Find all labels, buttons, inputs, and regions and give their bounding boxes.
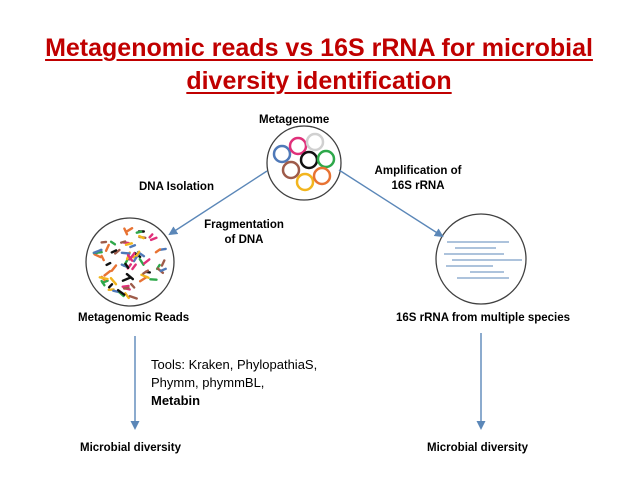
dna-fragment (125, 226, 134, 233)
amplification-line-1: Amplification of (374, 165, 462, 177)
metagenomic-reads-node (85, 217, 175, 307)
fragmentation-line-2: of DNA (224, 234, 264, 246)
dna-fragment (107, 283, 114, 289)
dna-fragment (135, 230, 143, 234)
dna-fragment (124, 262, 130, 269)
dna-fragment (159, 267, 167, 273)
rrna-species-label: 16S rRNA from multiple species (396, 312, 571, 324)
dna-fragment (125, 272, 135, 281)
dna-fragment (121, 276, 132, 282)
dna-fragment (129, 282, 136, 289)
fragmentation-line-1: Fragmentation (204, 219, 284, 231)
microbial-diversity-right: Microbial diversity (427, 442, 528, 454)
dna-fragment (120, 263, 128, 268)
dna-fragment (93, 253, 102, 259)
dna-fragment (100, 279, 106, 287)
amplification-line-2: 16S rRNA (391, 180, 445, 192)
rrna-node (435, 213, 527, 305)
diagram-title: Metagenomic reads vs 16S rRNA for microb… (20, 32, 618, 98)
dna-fragment (160, 259, 166, 267)
metagenome-node (266, 125, 342, 201)
arrow-amplification (338, 169, 444, 238)
genome-ring-gray (305, 132, 325, 152)
dna-fragment (124, 292, 130, 300)
dna-fragment (135, 250, 141, 257)
dna-fragment (142, 269, 150, 275)
dna-fragment (122, 286, 130, 290)
metagenome-label: Metagenome (259, 114, 330, 126)
dna-fragment (103, 270, 112, 277)
genome-ring-yellow (295, 172, 315, 192)
metagenomic-reads-label: Metagenomic Reads (78, 312, 190, 324)
dna-fragment (138, 257, 145, 266)
dna-fragment (116, 289, 126, 296)
title-line-2: diversity identification (186, 67, 452, 95)
dna-fragment (148, 233, 154, 239)
dna-fragment (110, 264, 118, 272)
genome-ring-blue (272, 144, 292, 164)
genome-ring-green (316, 149, 336, 169)
dna-fragment (149, 236, 158, 242)
dna-fragment (105, 261, 112, 267)
dna-fragments (92, 226, 167, 300)
dna-fragment (119, 240, 127, 244)
genome-ring-pink (288, 136, 308, 156)
dna-isolation-label: DNA Isolation (139, 181, 214, 193)
dna-fragment (142, 258, 151, 265)
tools-list: Tools: Kraken, PhylopathiaS, Phymm, phym… (151, 356, 317, 410)
dna-fragment (109, 240, 117, 246)
dna-fragment (92, 248, 103, 255)
tools-line-3: Metabin (151, 393, 201, 408)
dna-fragment (110, 249, 118, 254)
tools-line-2: Phymm, phymmBL, (151, 375, 265, 390)
dna-fragment (129, 243, 137, 249)
dna-fragment (123, 227, 129, 236)
dna-fragment (121, 284, 130, 288)
genome-ring-orange (312, 166, 332, 186)
dna-fragment (124, 242, 134, 247)
microbial-diversity-left: Microbial diversity (80, 442, 181, 454)
dna-fragment (113, 248, 121, 255)
dna-fragment (138, 234, 145, 240)
title-line-1: Metagenomic reads vs 16S rRNA for microb… (45, 34, 593, 62)
dna-fragment (109, 277, 118, 286)
metagenomic-reads-circle (85, 217, 175, 307)
rrna-circle (435, 213, 527, 305)
dna-fragment (98, 276, 109, 281)
arrow-dna-isolation (168, 170, 268, 236)
dna-fragment (104, 243, 110, 253)
dna-fragment (100, 254, 105, 262)
dna-fragment (120, 251, 131, 255)
dna-fragment (128, 294, 138, 300)
fragmentation-label: Fragmentation of DNA (196, 218, 292, 248)
tools-line-1: Tools: Kraken, PhylopathiaS, (151, 357, 318, 372)
dna-fragment (140, 273, 150, 279)
dna-fragment (112, 289, 120, 294)
dna-fragment (154, 248, 162, 254)
dna-fragment (126, 253, 134, 262)
dna-fragment (131, 263, 137, 271)
genome-ring-brown (281, 160, 301, 180)
amplification-label: Amplification of 16S rRNA (362, 164, 474, 194)
dna-fragment (100, 240, 108, 244)
